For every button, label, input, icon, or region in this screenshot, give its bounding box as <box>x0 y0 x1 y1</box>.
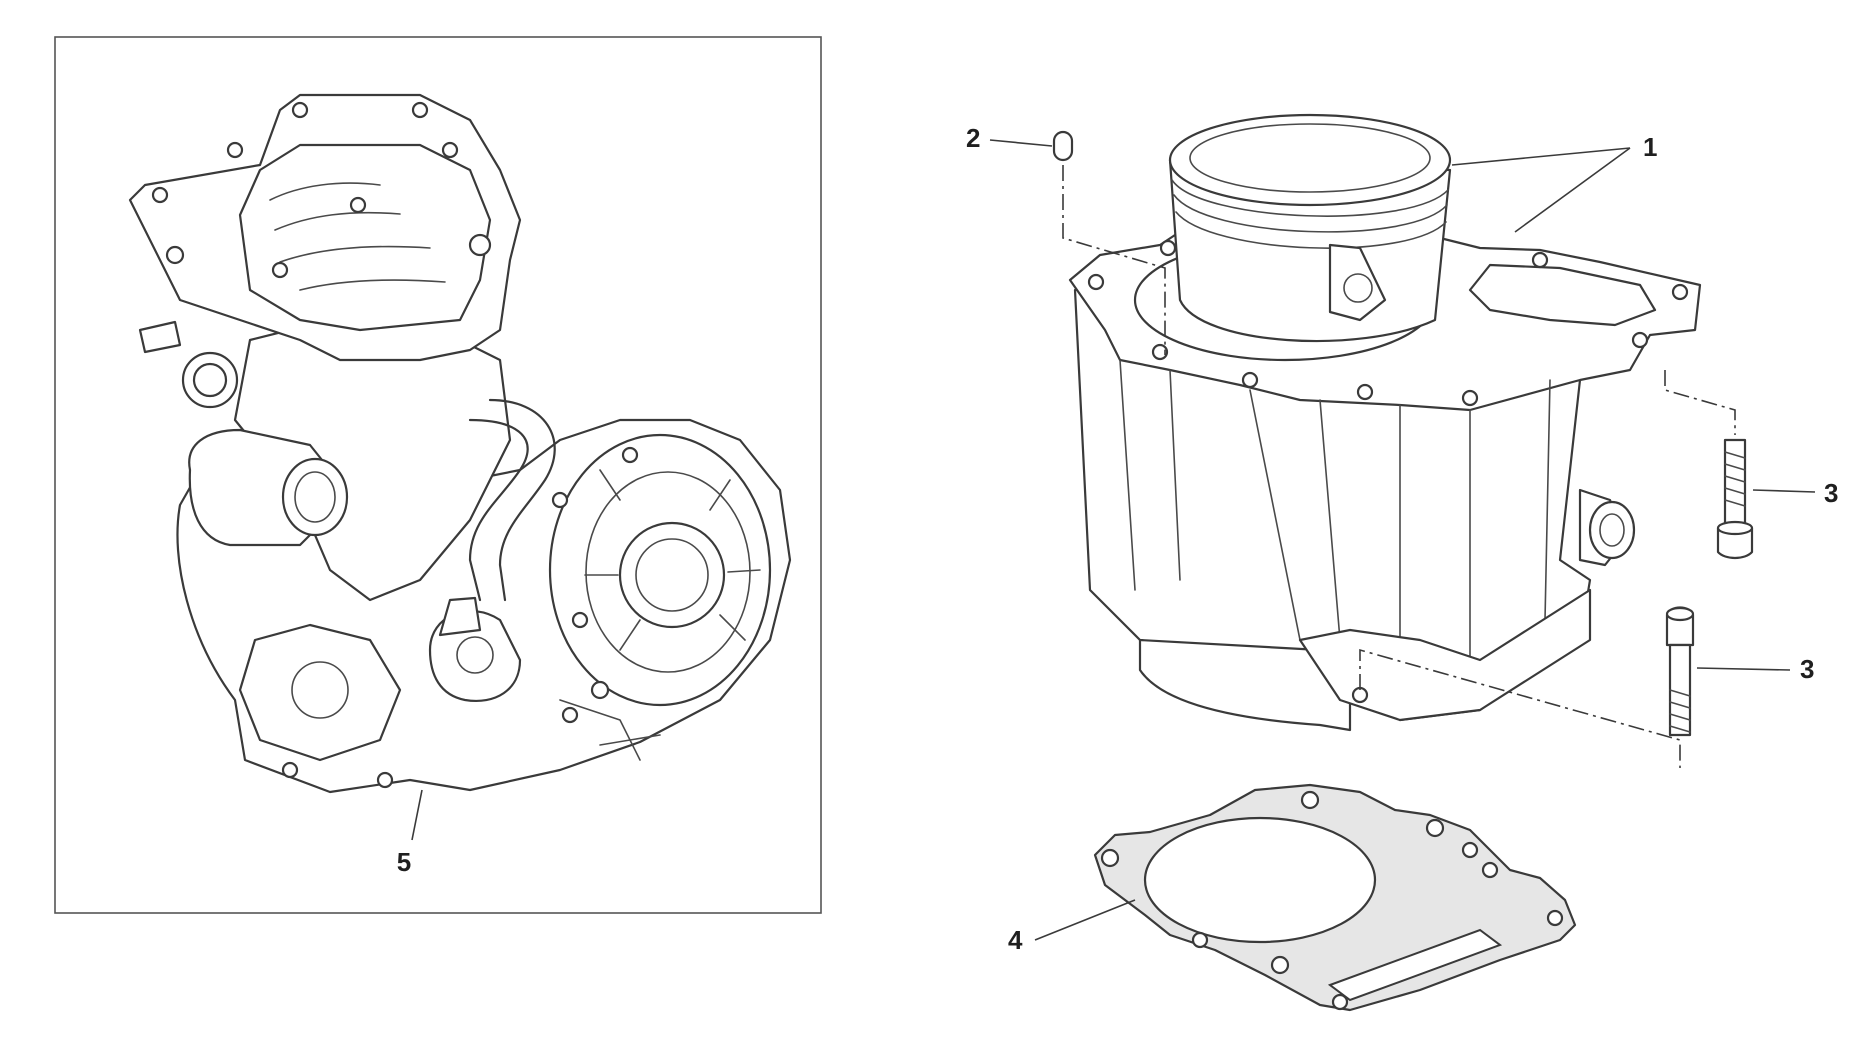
engine-panel-frame <box>54 36 822 914</box>
callout-3-screw-lower: 3 <box>1800 654 1814 684</box>
screw-lower-drawing <box>1665 606 1695 737</box>
callout-1-piston: 1 <box>1643 132 1657 162</box>
assembly-line-oring <box>1062 165 1166 355</box>
callout-2-oring: 2 <box>966 123 980 153</box>
callout-5-engine: 5 <box>397 847 411 877</box>
engine-assembly-drawing <box>128 93 792 794</box>
screw-upper-drawing <box>1716 438 1754 560</box>
callout-4-gasket: 4 <box>1008 925 1023 955</box>
assembly-line-screw-lower <box>1359 648 1681 768</box>
oring-drawing <box>1052 130 1074 162</box>
assembly-line-screw-upper <box>1664 370 1736 435</box>
gasket-drawing <box>1093 783 1577 1012</box>
piston-drawing <box>1168 113 1452 343</box>
callout-3-screw-upper: 3 <box>1824 478 1838 508</box>
